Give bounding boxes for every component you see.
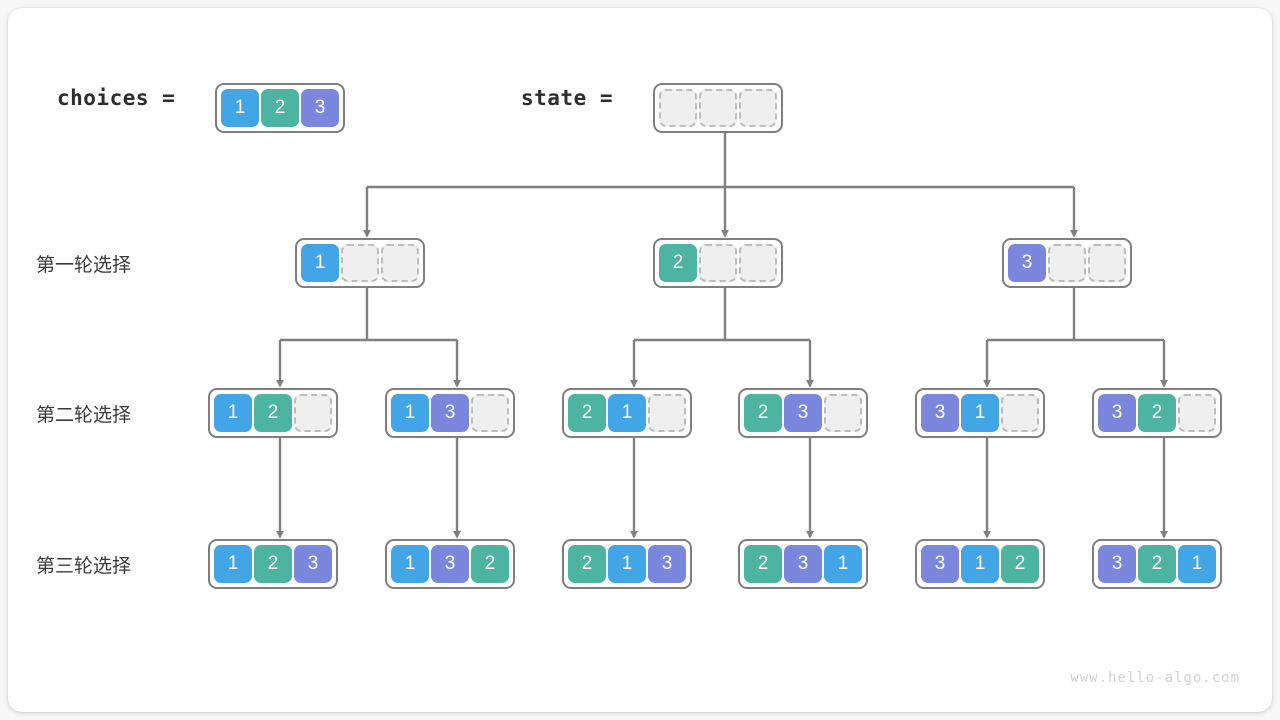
row-label-round1: 第一轮选择 <box>36 255 132 276</box>
node-round3-0-cell-0: 1 <box>214 545 252 583</box>
node-round1-0-cell-1 <box>341 244 379 282</box>
node-round3-2-cell-0: 2 <box>568 545 606 583</box>
node-round1-1-cell-0: 2 <box>659 244 697 282</box>
node-round2-2-cell-2 <box>648 394 686 432</box>
row-label-round2: 第二轮选择 <box>36 405 132 426</box>
node-round3-4-cell-2: 2 <box>1001 545 1039 583</box>
node-round3-1-cell-1: 3 <box>431 545 469 583</box>
node-round2-4-cell-2 <box>1001 394 1039 432</box>
node-round2-3-cell-0: 2 <box>744 394 782 432</box>
node-round3-2-cell-2: 3 <box>648 545 686 583</box>
node-round1-2: 3 <box>1002 238 1132 288</box>
node-round1-2-cell-2 <box>1088 244 1126 282</box>
state-array <box>653 83 783 133</box>
node-round2-2-cell-0: 2 <box>568 394 606 432</box>
node-round2-4-cell-0: 3 <box>921 394 959 432</box>
node-round3-1-cell-0: 1 <box>391 545 429 583</box>
edge-group <box>276 133 1168 539</box>
node-round2-4-cell-1: 1 <box>961 394 999 432</box>
state-label: state = <box>521 86 614 110</box>
node-round3-3-cell-1: 3 <box>784 545 822 583</box>
node-round1-0-cell-2 <box>381 244 419 282</box>
node-round3-5-cell-1: 2 <box>1138 545 1176 583</box>
node-round1-1-cell-2 <box>739 244 777 282</box>
node-round2-3-cell-2 <box>824 394 862 432</box>
node-round2-5-cell-2 <box>1178 394 1216 432</box>
state-cell-2 <box>739 89 777 127</box>
node-round2-5-cell-0: 3 <box>1098 394 1136 432</box>
node-round3-3-cell-0: 2 <box>744 545 782 583</box>
row-label-round3: 第三轮选择 <box>36 556 132 577</box>
node-round2-1-cell-0: 1 <box>391 394 429 432</box>
node-round2-1-cell-2 <box>471 394 509 432</box>
node-round3-3-cell-2: 1 <box>824 545 862 583</box>
node-round2-2-cell-1: 1 <box>608 394 646 432</box>
state-cell-0 <box>659 89 697 127</box>
node-round3-4-cell-0: 3 <box>921 545 959 583</box>
node-round3-0-cell-1: 2 <box>254 545 292 583</box>
choices-cell-0: 1 <box>221 89 259 127</box>
choices-label: choices = <box>57 86 176 110</box>
node-round2-0-cell-2 <box>294 394 332 432</box>
node-round1-2-cell-1 <box>1048 244 1086 282</box>
node-round3-5-cell-0: 3 <box>1098 545 1136 583</box>
node-round2-0-cell-0: 1 <box>214 394 252 432</box>
node-round2-3-cell-1: 3 <box>784 394 822 432</box>
choices-cell-2: 3 <box>301 89 339 127</box>
node-round1-1: 2 <box>653 238 783 288</box>
node-round3-0-cell-2: 3 <box>294 545 332 583</box>
node-round1-1-cell-1 <box>699 244 737 282</box>
node-round3-5-cell-2: 1 <box>1178 545 1216 583</box>
choices-cell-1: 2 <box>261 89 299 127</box>
watermark: www.hello-algo.com <box>1070 670 1240 686</box>
node-round1-2-cell-0: 3 <box>1008 244 1046 282</box>
node-round2-5-cell-1: 2 <box>1138 394 1176 432</box>
node-round2-0-cell-1: 2 <box>254 394 292 432</box>
node-round3-2-cell-1: 1 <box>608 545 646 583</box>
node-round1-0-cell-0: 1 <box>301 244 339 282</box>
node-round1-0: 1 <box>295 238 425 288</box>
node-round3-1-cell-2: 2 <box>471 545 509 583</box>
node-round3-4-cell-1: 1 <box>961 545 999 583</box>
node-round2-1-cell-1: 3 <box>431 394 469 432</box>
state-cell-1 <box>699 89 737 127</box>
